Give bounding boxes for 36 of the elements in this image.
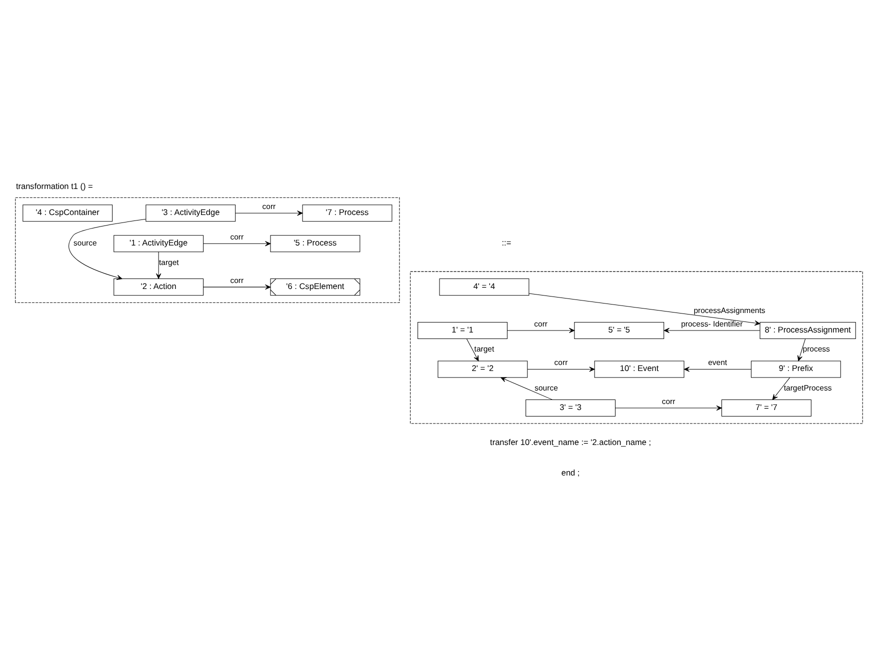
node-box: 5' = '5 [574, 322, 664, 340]
cluster [410, 271, 863, 424]
arrow [615, 405, 722, 411]
node-box: 10' : Event [594, 360, 684, 378]
cluster [15, 197, 400, 303]
arrow [507, 328, 575, 334]
label: ::= [502, 238, 512, 248]
arrow [156, 252, 162, 279]
arrow [684, 366, 752, 372]
label: transfer 10'.event_name := '2.action_name ; [490, 438, 652, 448]
node-box: '7 : Process [302, 204, 392, 222]
arrow [527, 366, 595, 372]
node-box: 3' = '3 [526, 399, 616, 417]
arrow [528, 293, 760, 326]
node-box: 1' = '1 [418, 322, 508, 340]
arrow [203, 284, 271, 290]
arrow [797, 338, 806, 362]
arrow [466, 338, 479, 362]
arrow [500, 377, 553, 400]
arrow [664, 328, 760, 334]
node-box: '5 : Process [270, 235, 360, 252]
node-box: 2' = '2 [438, 360, 528, 378]
node-box: '4 : CspContainer [22, 204, 113, 222]
arrow [235, 210, 303, 216]
node-box: 9' : Prefix [750, 360, 841, 378]
node-box: 4' = '4 [439, 278, 530, 296]
diagram-title: transformation t1 () = [16, 182, 93, 191]
node-box: 7' = '7 [721, 399, 812, 417]
arrow [68, 218, 146, 280]
node-box: 8' : ProcessAssignment [760, 322, 856, 340]
arrow [203, 241, 271, 246]
arrow [772, 377, 790, 400]
label: end ; [561, 468, 580, 478]
node-box: '3 : ActivityEdge [146, 204, 236, 222]
node-box: '1 : ActivityEdge [114, 235, 204, 252]
node-box: '2 : Action [114, 278, 204, 296]
